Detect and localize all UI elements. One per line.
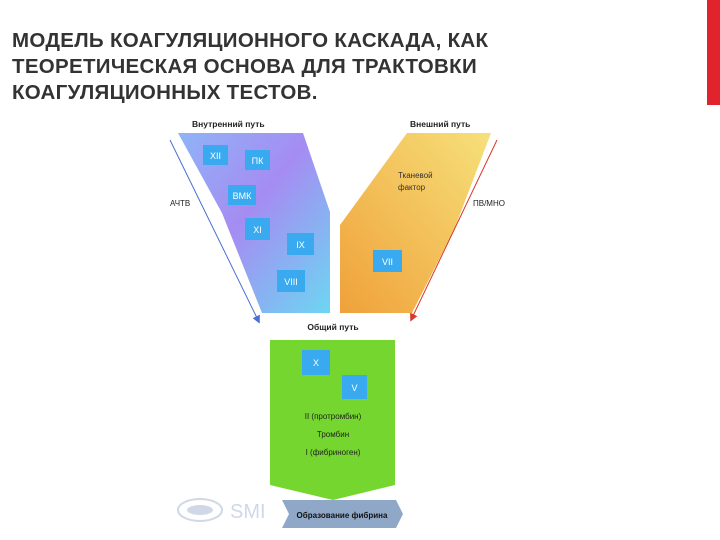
factor-pk-box bbox=[245, 150, 270, 170]
extrinsic-pathway-label: Внешний путь bbox=[410, 119, 470, 129]
factor-xii-box bbox=[203, 145, 228, 165]
factor-pk-label: ПК bbox=[252, 156, 264, 166]
watermark-logo: SMI bbox=[177, 498, 266, 523]
title-line-1: МОДЕЛЬ КОАГУЛЯЦИОННОГО КАСКАДА, КАК bbox=[12, 29, 489, 52]
factor-viii-box bbox=[277, 270, 305, 292]
fibrin-formation-label: Образование фибрина bbox=[297, 511, 388, 520]
factor-ix-label: IX bbox=[296, 240, 305, 250]
common-pathway-label: Общий путь bbox=[307, 322, 358, 332]
pt-inr-label: ПВ/МНО bbox=[473, 199, 505, 208]
tissue-factor-label-line2: фактор bbox=[398, 183, 426, 192]
prothrombin-label: II (протромбин) bbox=[305, 412, 362, 421]
aptt-arrow bbox=[169, 139, 260, 324]
factor-viii-label: VIII bbox=[284, 277, 298, 287]
factor-hmwk-label: ВМК bbox=[233, 191, 253, 201]
pt-arrow bbox=[410, 139, 498, 322]
title-line-3: КОАГУЛЯЦИОННЫХ ТЕСТОВ. bbox=[12, 81, 318, 104]
accent-bar bbox=[707, 0, 720, 105]
factor-ix-box bbox=[287, 233, 314, 255]
factor-xii-label: XII bbox=[210, 151, 221, 161]
title-line-2: ТЕОРЕТИЧЕСКАЯ ОСНОВА ДЛЯ ТРАКТОВКИ bbox=[12, 55, 478, 78]
factor-v-box bbox=[342, 375, 367, 399]
factor-vii-box bbox=[373, 250, 402, 272]
slide-title: МОДЕЛЬ КОАГУЛЯЦИОННОГО КАСКАДА, КАК ТЕОР… bbox=[12, 28, 652, 106]
factor-xi-box bbox=[245, 218, 270, 240]
fibrinogen-label: I (фибриноген) bbox=[306, 448, 361, 457]
factor-x-label: X bbox=[313, 358, 319, 368]
thrombin-label: Тромбин bbox=[317, 430, 349, 439]
tissue-factor-label-line1: Тканевой bbox=[398, 171, 433, 180]
factor-xi-label: XI bbox=[253, 225, 262, 235]
intrinsic-pathway-label: Внутренний путь bbox=[192, 119, 265, 129]
aptt-label: АЧТВ bbox=[170, 199, 190, 208]
factor-vii-label: VII bbox=[382, 257, 393, 267]
watermark-text: SMI bbox=[230, 501, 266, 523]
factor-x-box bbox=[302, 350, 330, 375]
factor-hmwk-box bbox=[228, 185, 256, 205]
fibrin-formation-box bbox=[282, 500, 403, 528]
factor-v-label: V bbox=[351, 383, 357, 393]
